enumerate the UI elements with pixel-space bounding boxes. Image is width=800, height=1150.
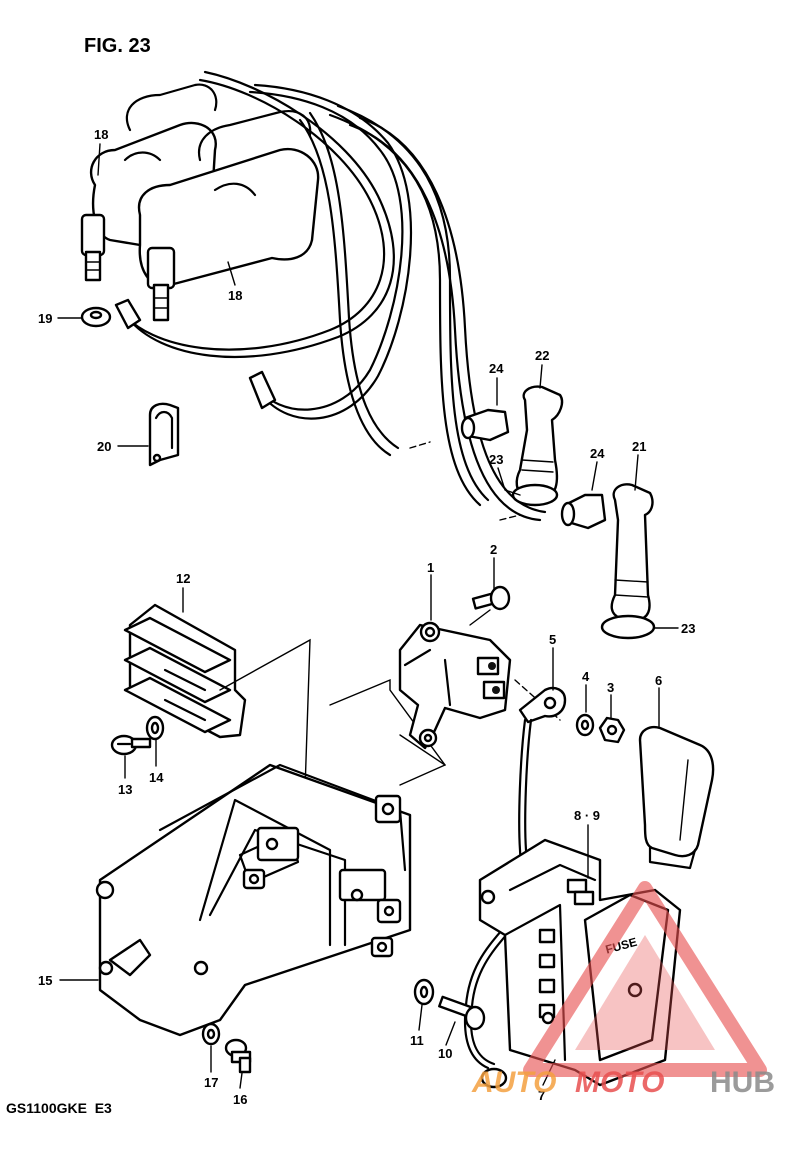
part-24-cap-lower (560, 493, 607, 530)
callout-2: 2 (490, 542, 497, 557)
callout-23-lower: 23 (681, 621, 695, 636)
part-11-washer (413, 978, 435, 1006)
part-1-starter-relay (398, 609, 561, 750)
callout-17: 17 (204, 1075, 218, 1090)
callout-16: 16 (233, 1092, 247, 1107)
part-4-washer (575, 713, 595, 737)
callout-23-upper: 23 (489, 452, 503, 467)
callout-14: 14 (149, 770, 164, 785)
part-12-regulator-rectifier (123, 603, 247, 739)
ignition-coil-right (137, 110, 320, 322)
callout-labels: 18 18 19 20 24 22 23 24 21 23 12 1 2 5 4… (38, 127, 695, 1107)
watermark-triangle-icon (523, 881, 767, 1077)
part-16-bolt (224, 1038, 252, 1074)
automotohub-watermark (523, 881, 767, 1077)
callout-13: 13 (118, 782, 132, 797)
model-code: GS1100GKE E3 (6, 1100, 112, 1116)
callout-4: 4 (582, 669, 590, 684)
callout-3: 3 (607, 680, 614, 695)
watermark-auto: AUTO (471, 1066, 556, 1099)
callout-12: 12 (176, 571, 190, 586)
watermark-wordmark: AUTO MOTO HUB (471, 1066, 775, 1099)
part-6-relay-cover (638, 726, 715, 870)
callout-19: 19 (38, 311, 52, 326)
callout-8-9: 8 · 9 (574, 808, 600, 823)
callout-24-upper: 24 (489, 361, 504, 376)
callout-21: 21 (632, 439, 646, 454)
callout-22: 22 (535, 348, 549, 363)
watermark-moto: MOTO (575, 1066, 664, 1099)
part-20-clamp (148, 402, 180, 467)
part-10-screw (438, 995, 486, 1031)
part-19-washer (80, 306, 112, 328)
part-24-cap-upper (460, 408, 510, 442)
part-13-screw (110, 734, 152, 756)
part-22-plug-cap (511, 385, 564, 507)
part-17-washer (201, 1022, 221, 1046)
part-3-nut (598, 716, 626, 744)
callout-5: 5 (549, 632, 556, 647)
callout-7: 7 (538, 1088, 545, 1103)
part-2-screw (471, 585, 511, 611)
watermark-hub: HUB (710, 1066, 775, 1099)
figure-title: FIG. 23 (84, 35, 151, 57)
callout-1: 1 (427, 560, 434, 575)
callout-11: 11 (410, 1033, 424, 1048)
part-14-washer (145, 715, 165, 741)
high-tension-leads (114, 70, 547, 522)
callout-20: 20 (97, 439, 111, 454)
callout-18-right: 18 (228, 288, 242, 303)
callout-leaders (57, 143, 679, 1089)
callout-10: 10 (438, 1046, 452, 1061)
callout-18-left: 18 (94, 127, 108, 142)
callout-15: 15 (38, 973, 52, 988)
part-15-battery-bracket (95, 763, 412, 1037)
callout-24-lower: 24 (590, 446, 605, 461)
part-21-plug-cap (600, 483, 656, 640)
callout-6: 6 (655, 673, 662, 688)
